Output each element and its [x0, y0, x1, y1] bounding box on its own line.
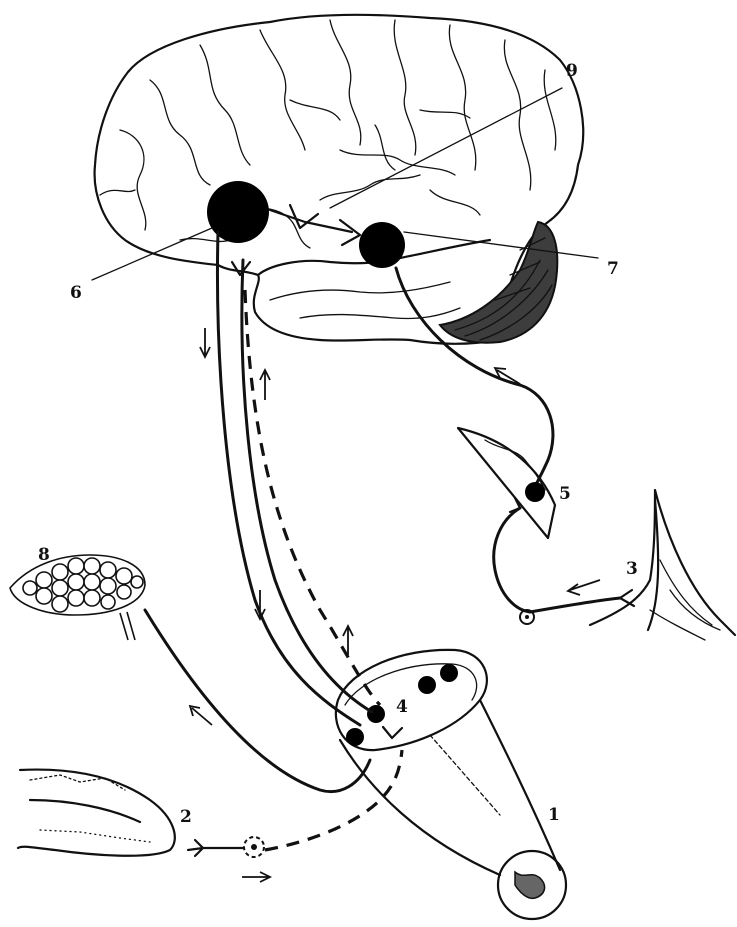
- spinal-cord-segment: [336, 650, 566, 919]
- tongue-texture: [40, 830, 150, 842]
- temporal-gyrus: [300, 308, 460, 319]
- nucleus-4: [346, 728, 364, 746]
- label-9: 9: [566, 61, 578, 81]
- arrow-up-icon: [260, 370, 270, 400]
- afferent-loop: [494, 508, 530, 612]
- synapse-fork: [383, 727, 402, 738]
- ganglion-2-core: [251, 844, 257, 850]
- tongue-receptor: [188, 840, 243, 856]
- leader-9: [330, 88, 562, 208]
- receptor-3-fork: [620, 590, 634, 606]
- nucleus-4: [367, 705, 385, 723]
- cortical-gyri: [100, 20, 556, 248]
- tongue-outline: [18, 770, 175, 856]
- label-5: 5: [559, 484, 571, 504]
- tongue-texture: [30, 775, 125, 790]
- afferent-from-receptor-3: [530, 598, 620, 612]
- tissue-3: [590, 490, 735, 640]
- tissue-outline: [590, 490, 735, 635]
- cord-stalk-right: [480, 700, 560, 870]
- arrow-right-icon: [242, 872, 270, 882]
- descending-pathway: [217, 232, 360, 725]
- label-3: 3: [626, 559, 638, 579]
- arrow-left-icon: [568, 580, 600, 595]
- salivary-gland-8: [10, 555, 145, 640]
- descending-pathway-2: [242, 260, 372, 712]
- brain: [95, 15, 584, 344]
- arrow-down-icon: [200, 328, 210, 357]
- nucleus-4: [440, 664, 458, 682]
- ascending-pathway: [245, 290, 380, 705]
- leader-6: [92, 228, 212, 280]
- label-2: 2: [180, 807, 192, 827]
- sensory-center-7: [359, 222, 405, 268]
- temporal-gyrus: [270, 282, 450, 300]
- afferent-from-tongue: [265, 750, 402, 850]
- pathways: [145, 232, 634, 857]
- label-8: 8: [38, 545, 50, 565]
- motor-center-6: [207, 181, 269, 243]
- receptor-ganglion-core: [525, 615, 529, 619]
- gray-matter: [515, 872, 545, 898]
- ganglion-5-cell: [525, 482, 545, 502]
- cord-fibers: [430, 735, 500, 815]
- nucleus-4: [418, 676, 436, 694]
- label-1: 1: [548, 805, 560, 825]
- direction-arrows: [190, 328, 600, 882]
- cord-stalk-left: [340, 740, 500, 875]
- arrow-upleft-icon: [190, 706, 212, 725]
- tongue-2: [18, 770, 175, 856]
- label-4: 4: [396, 697, 408, 717]
- label-6: 6: [70, 283, 82, 303]
- tongue-median: [30, 800, 140, 822]
- label-7: 7: [607, 259, 619, 279]
- leader-7: [404, 232, 598, 258]
